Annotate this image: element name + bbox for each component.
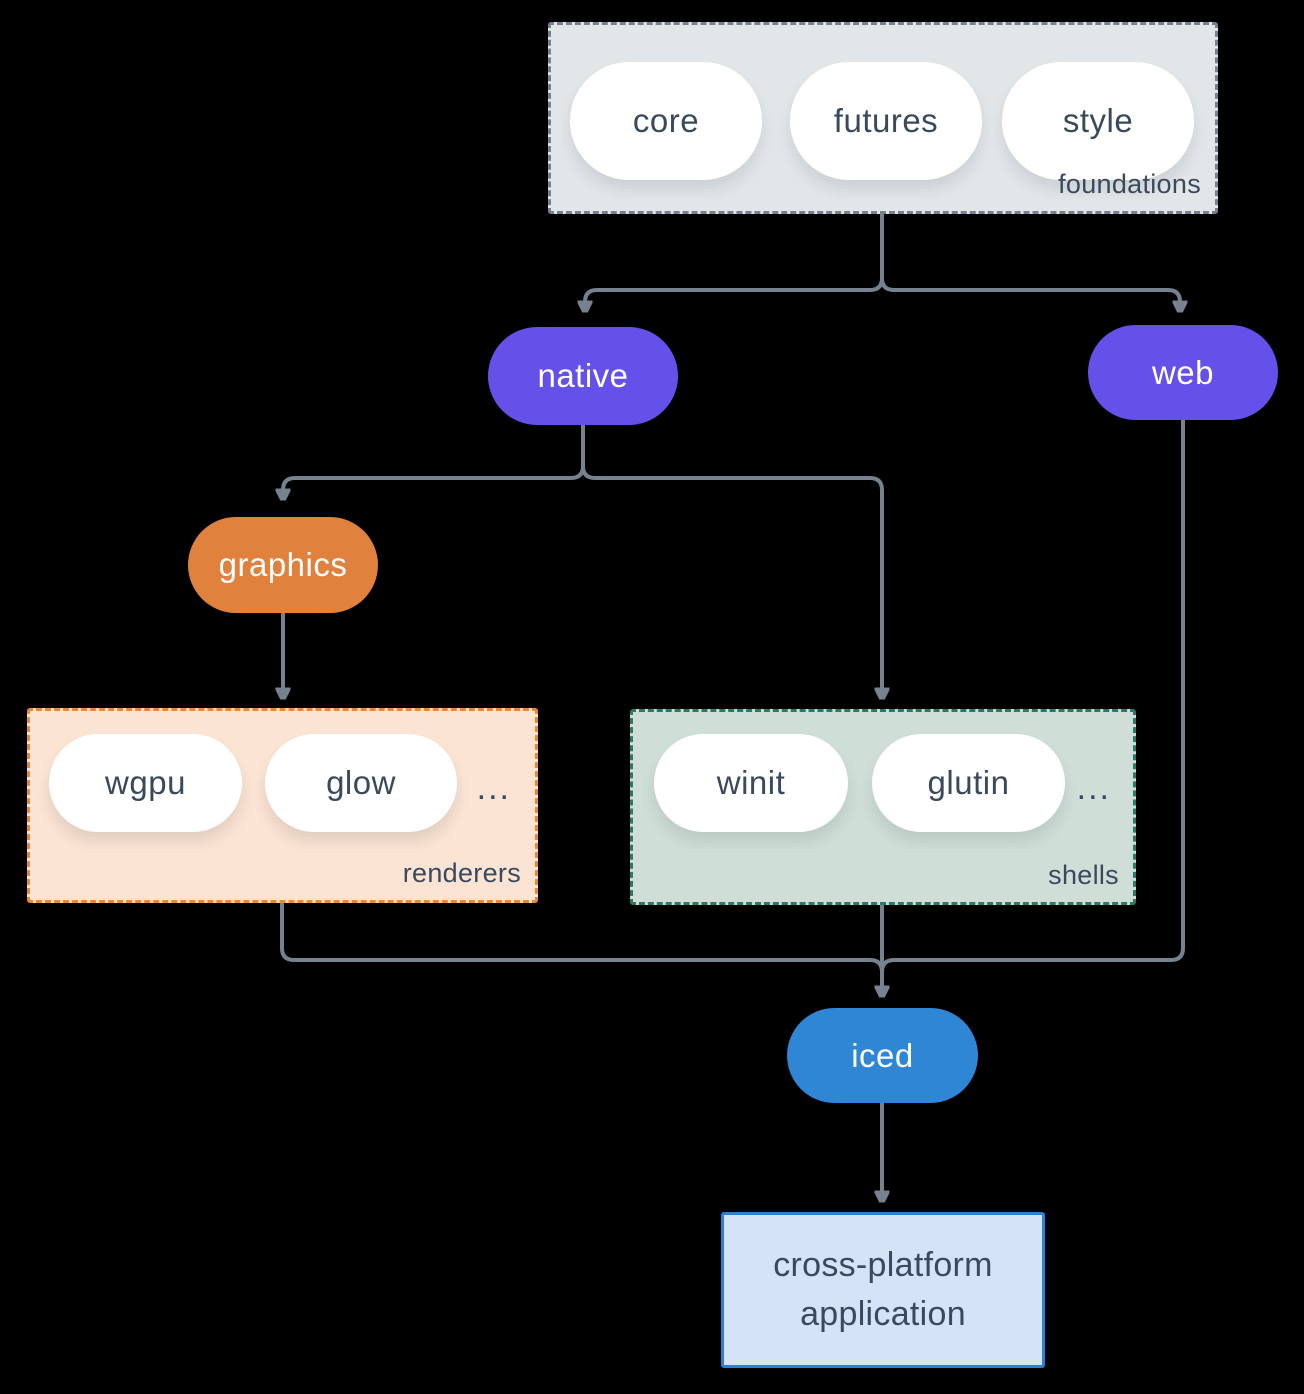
node-graphics: graphics [188, 517, 378, 613]
pill-glutin: glutin [872, 734, 1065, 832]
group-label-renderers: renderers [402, 858, 521, 888]
pill-futures: futures [790, 62, 982, 180]
renderers-ellipsis: ... [476, 769, 511, 807]
group-renderers: wgpu glow ... renderers [27, 708, 538, 903]
node-native: native [488, 327, 678, 425]
application-label: cross-platform application [773, 1245, 993, 1333]
pill-winit: winit [654, 734, 848, 832]
pill-core: core [570, 62, 762, 180]
arrow-foundations-to-native [585, 214, 884, 309]
group-foundations: core futures style foundations [548, 22, 1218, 214]
arrow-native-to-shells [581, 425, 882, 696]
pill-style: style [1002, 62, 1194, 180]
group-label-shells: shells [1048, 860, 1119, 890]
group-label-foundations: foundations [1058, 169, 1201, 199]
shells-ellipsis: ... [1076, 769, 1111, 807]
node-iced: iced [787, 1008, 978, 1103]
node-web: web [1088, 325, 1278, 420]
application-box: cross-platform application [721, 1212, 1045, 1368]
arrow-foundations-to-web [880, 214, 1180, 309]
group-shells: winit glutin ... shells [630, 709, 1136, 905]
arrow-native-to-graphics [283, 425, 585, 497]
pill-glow: glow [265, 734, 457, 832]
pill-wgpu: wgpu [49, 734, 242, 832]
wire-renderers-to-junction [280, 903, 884, 973]
